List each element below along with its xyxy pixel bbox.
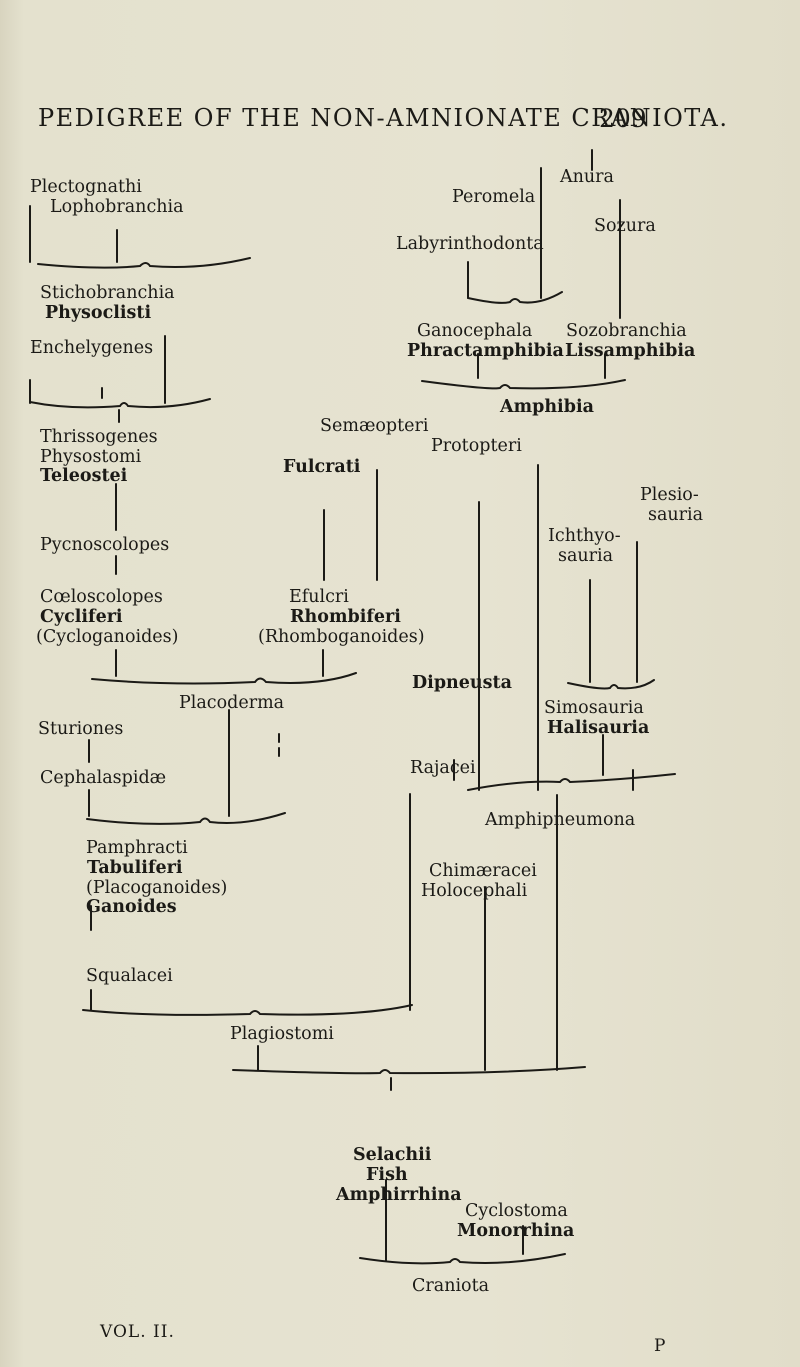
taxon-protopteri: Protopteri: [431, 436, 522, 456]
taxon-ganocephala: Ganocephala: [417, 321, 533, 341]
page-number: 209: [599, 104, 647, 133]
brace-line: [232, 1066, 586, 1075]
taxon-cycloganoides: (Cycloganoides): [36, 627, 179, 647]
taxon-squalacei: Squalacei: [86, 966, 173, 986]
taxon-cyclostoma: Cyclostoma: [465, 1201, 568, 1221]
taxon-amphipneumona: Amphipneumona: [485, 810, 636, 830]
brace-line: [91, 672, 357, 685]
taxon-plesio-sauria: sauria: [648, 505, 704, 525]
taxon-tabuliferi: Tabuliferi: [87, 858, 183, 878]
brace-line: [467, 773, 676, 791]
taxon-plagiostomi: Plagiostomi: [230, 1024, 334, 1044]
taxon-amphibia: Amphibia: [500, 397, 594, 417]
taxon-ganoides: Ganoides: [86, 897, 177, 917]
taxon-cycliferi: Cycliferi: [40, 607, 123, 627]
taxon-dipneusta: Dipneusta: [412, 673, 512, 693]
taxon-rajacei: Rajacei: [410, 758, 476, 778]
brace-line: [467, 291, 563, 304]
brace-line: [567, 679, 655, 690]
taxon-plectognathi: Plectognathi: [30, 177, 142, 197]
taxon-rhombiferi: Rhombiferi: [290, 607, 401, 627]
taxon-peromela: Peromela: [452, 187, 536, 207]
taxon-physostomi: Physostomi: [40, 447, 142, 467]
taxon-lophobranchia: Lophobranchia: [50, 197, 184, 217]
taxon-pamphracti: Pamphracti: [86, 838, 188, 858]
taxon-plesio: Plesio-: [640, 485, 699, 505]
taxon-chimaeracei: Chimæracei: [429, 861, 537, 881]
taxon-stichobranchia: Stichobranchia: [40, 283, 175, 303]
taxon-monorrhina: Monorrhina: [457, 1221, 575, 1241]
taxon-teleostei: Teleostei: [40, 466, 128, 486]
taxon-efulcri: Efulcri: [289, 587, 349, 607]
taxon-placoderma: Placoderma: [179, 693, 285, 713]
taxon-fulcrati: Fulcrati: [283, 457, 361, 477]
taxon-labyrinthodonta: Labyrinthodonta: [396, 234, 544, 254]
taxon-sozura: Sozura: [594, 216, 656, 236]
taxon-pycnoscolopes: Pycnoscolopes: [40, 535, 170, 555]
brace-line: [421, 379, 626, 390]
brace-line: [86, 812, 286, 825]
taxon-enchelygenes: Enchelygenes: [30, 338, 154, 358]
taxon-ichthyo-sauria: sauria: [558, 546, 614, 566]
brace-line: [82, 1004, 413, 1016]
taxon-simosauria: Simosauria: [544, 698, 644, 718]
taxon-sturiones: Sturiones: [38, 719, 124, 739]
taxon-ichthyo: Ichthyo-: [548, 526, 621, 546]
footer-signature: P: [654, 1336, 667, 1356]
taxon-anura: Anura: [560, 167, 614, 187]
taxon-rhomboganoides: (Rhomboganoides): [258, 627, 425, 647]
taxon-sozobranchia: Sozobranchia: [566, 321, 687, 341]
brace-line: [359, 1253, 566, 1265]
taxon-lissamphibia: Lissamphibia: [565, 341, 696, 361]
taxon-semaeopteri: Semæopteri: [320, 416, 429, 436]
taxon-selachii: Selachii: [353, 1145, 432, 1165]
taxon-placoganoides: (Placoganoides): [86, 878, 228, 898]
taxon-phractamphibia: Phractamphibia: [407, 341, 564, 361]
taxon-holocephali: Holocephali: [421, 881, 528, 901]
footer-volume: VOL. II.: [100, 1322, 175, 1342]
brace-line: [37, 257, 251, 269]
taxon-fish: Fish: [366, 1165, 408, 1185]
taxon-thrissogenes: Thrissogenes: [40, 427, 158, 447]
brace-line: [29, 398, 211, 409]
taxon-craniota: Craniota: [412, 1276, 490, 1296]
page-title: PEDIGREE OF THE NON-AMNIONATE CRANIOTA.: [38, 104, 729, 132]
taxon-halisauria: Halisauria: [547, 718, 650, 738]
taxon-coeloscolopes: Cœloscolopes: [40, 587, 163, 607]
taxon-physoclisti: Physoclisti: [45, 303, 152, 323]
taxon-amphirrhina: Amphirrhina: [336, 1185, 462, 1205]
taxon-cephalaspidae: Cephalaspidæ: [40, 768, 167, 788]
